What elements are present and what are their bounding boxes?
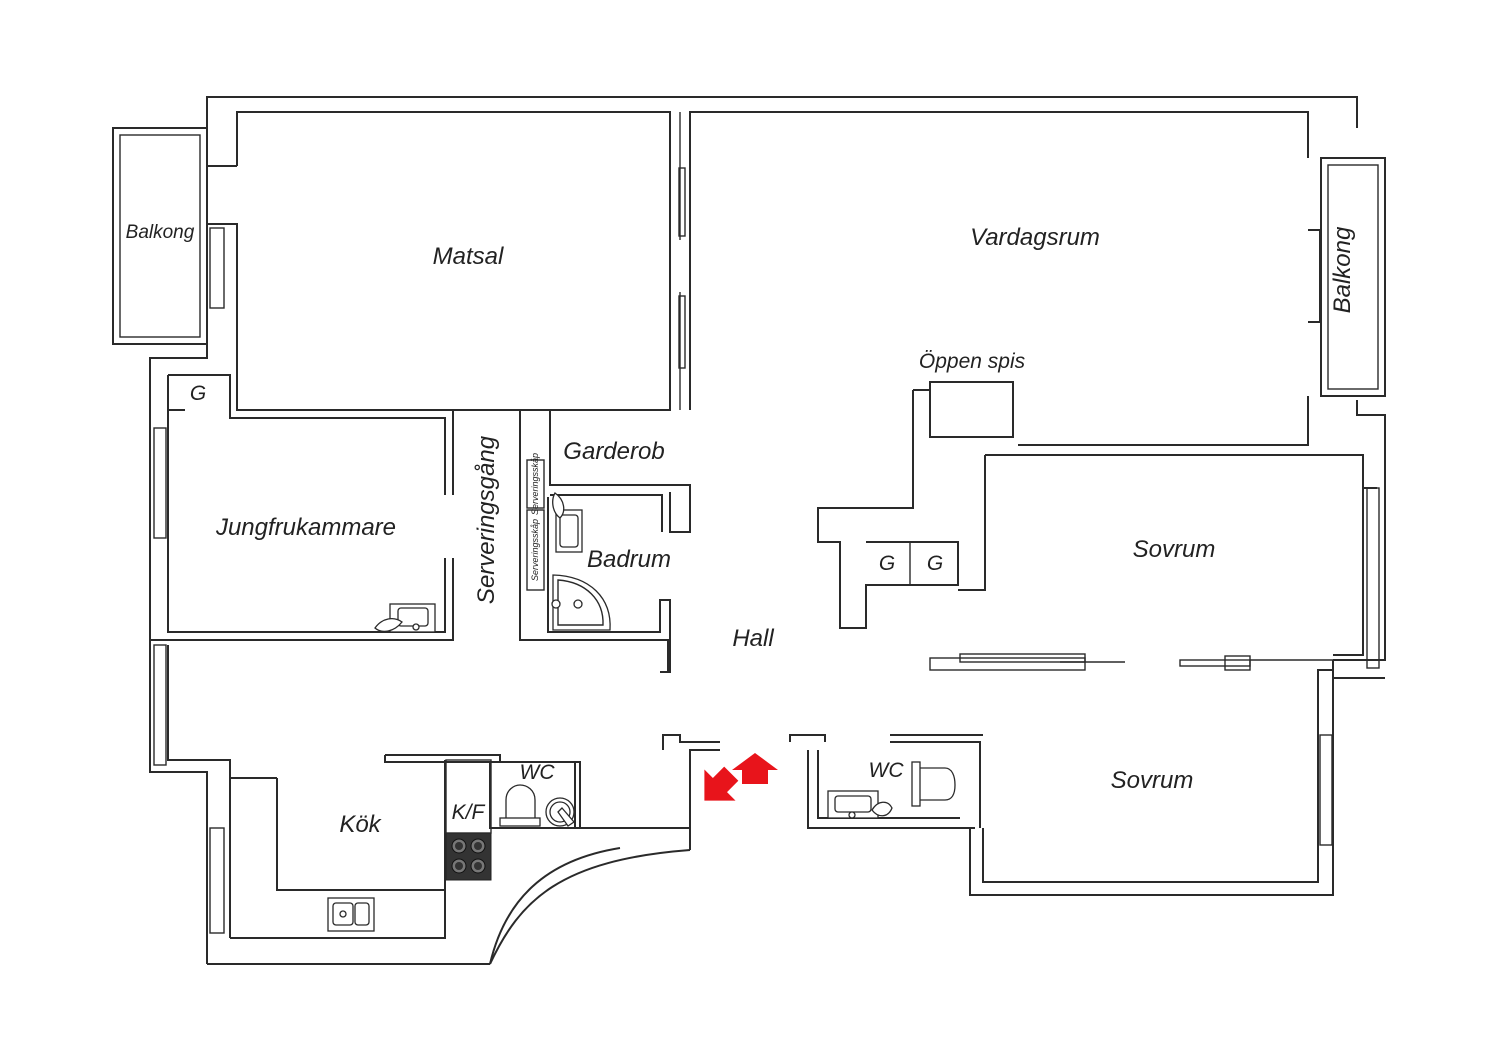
room-labels: Balkong Matsal Vardagsrum Balkong Öppen …	[126, 222, 1356, 838]
label-kf: K/F	[452, 801, 486, 824]
label-wc-left: WC	[520, 761, 556, 784]
label-serveringsskap-top: Serveringsskåp	[530, 453, 540, 515]
sink-icon	[327, 897, 375, 932]
label-jungfrukammare: Jungfrukammare	[215, 514, 396, 541]
toilet-icon	[911, 761, 956, 807]
interior-walls	[519, 112, 1333, 673]
label-serveringsgang: Serveringsgång	[473, 435, 500, 604]
label-garderob: Garderob	[563, 438, 664, 465]
entrance-arrow-icon	[704, 753, 778, 801]
shower-icon	[551, 574, 611, 631]
sink-icon	[545, 797, 575, 827]
stove-icon	[445, 832, 492, 881]
label-kok: Kök	[339, 811, 382, 838]
label-matsal: Matsal	[433, 243, 504, 270]
label-g-hall-2: G	[927, 552, 943, 575]
label-sovrum-bottom: Sovrum	[1111, 767, 1194, 794]
label-serveringsskap-bottom: Serveringsskåp	[530, 519, 540, 581]
label-wc-right: WC	[869, 759, 905, 782]
label-g-maid: G	[190, 382, 206, 405]
label-vardagsrum: Vardagsrum	[970, 224, 1100, 251]
label-balkong-right: Balkong	[1329, 226, 1356, 313]
sink-icon	[827, 790, 893, 819]
sink-icon	[552, 492, 583, 553]
label-badrum: Badrum	[587, 546, 671, 573]
sink-icon	[374, 603, 436, 633]
label-g-hall-1: G	[879, 552, 895, 575]
outer-walls	[112, 96, 1386, 965]
toilet-icon	[499, 784, 541, 827]
label-sovrum-top: Sovrum	[1133, 536, 1216, 563]
label-hall: Hall	[732, 625, 774, 652]
label-oppen-spis: Öppen spis	[919, 350, 1026, 373]
fixtures	[327, 492, 956, 932]
label-balkong-left: Balkong	[126, 222, 195, 243]
